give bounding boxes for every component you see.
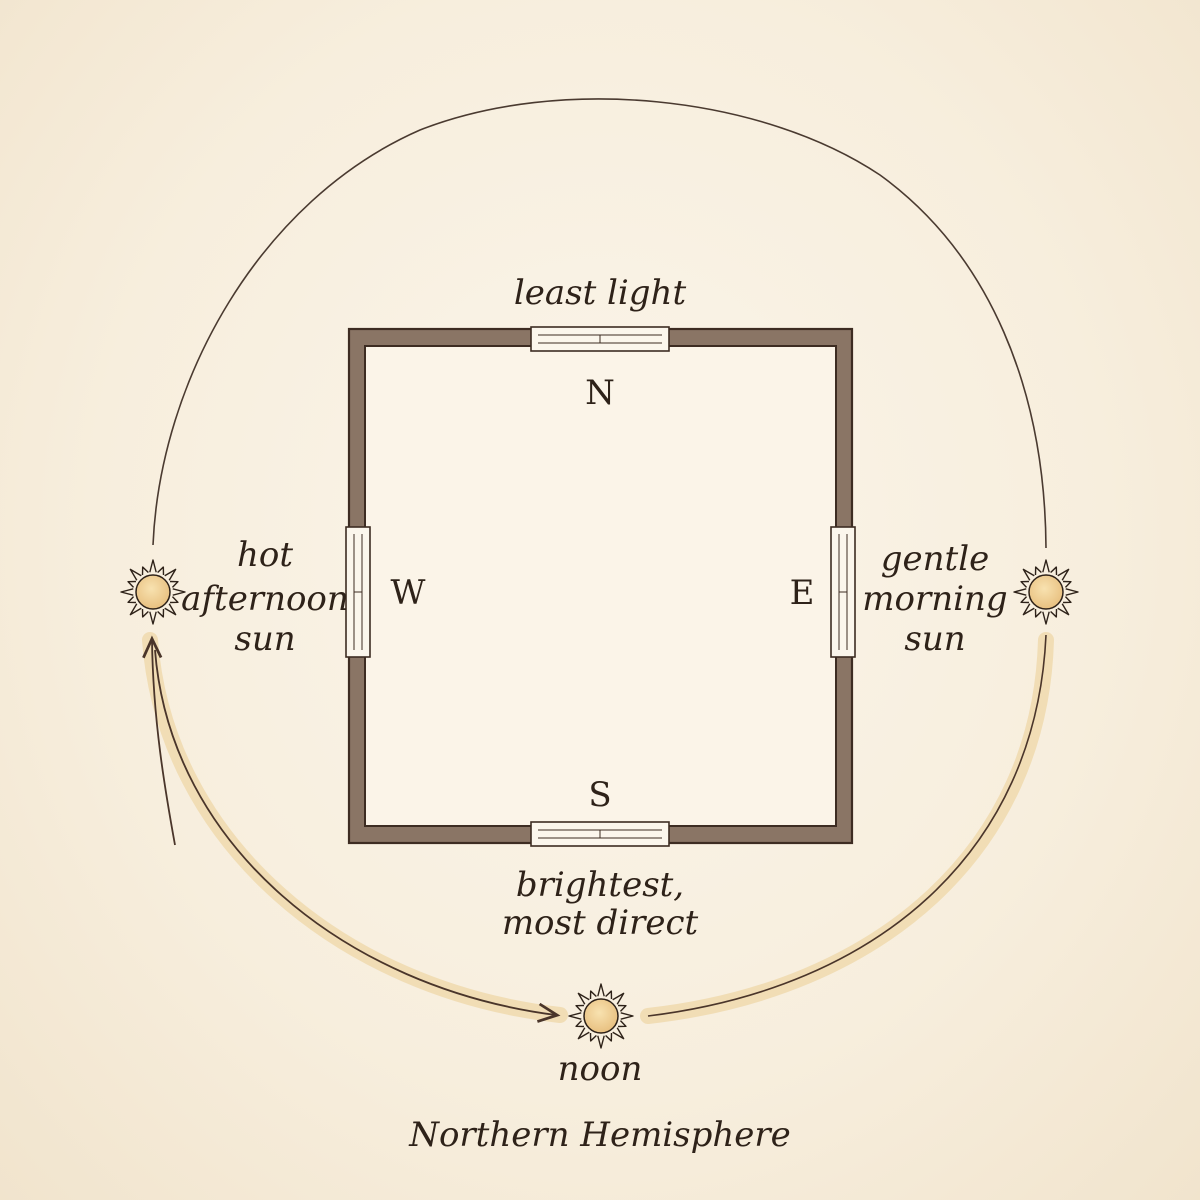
west-label-line2: afternoon xyxy=(181,579,349,619)
sun-icon xyxy=(120,559,186,625)
room-walls xyxy=(347,327,854,845)
compass-west-label: W xyxy=(390,573,426,613)
east-label-line3: sun xyxy=(904,619,966,659)
south-window xyxy=(530,821,670,847)
sun-icon xyxy=(568,983,634,1049)
south-window-label-line2: most direct xyxy=(501,903,699,943)
sun-path-upper-arc xyxy=(152,98,1047,549)
noon-label: noon xyxy=(557,1049,643,1089)
west-label-line1: hot xyxy=(236,535,294,575)
east-window xyxy=(830,526,856,658)
west-label-line3: sun xyxy=(234,619,296,659)
sun-path-arrow-to-afternoon xyxy=(142,635,176,846)
compass-south-label: S xyxy=(588,775,612,815)
compass-east-label: E xyxy=(789,573,815,613)
sun-path-right-line xyxy=(647,634,1047,1017)
sun-path-arrow-to-noon xyxy=(154,649,561,1023)
west-window xyxy=(345,526,371,658)
sun-icon xyxy=(1013,559,1079,625)
compass-north-label: N xyxy=(585,373,615,413)
caption: Northern Hemisphere xyxy=(409,1115,791,1155)
east-label-line1: gentle xyxy=(880,539,990,579)
east-label-line2: morning xyxy=(862,579,1008,619)
south-window-label-line1: brightest, xyxy=(515,865,685,905)
north-window-label: least light xyxy=(513,273,687,313)
north-window xyxy=(530,326,670,352)
